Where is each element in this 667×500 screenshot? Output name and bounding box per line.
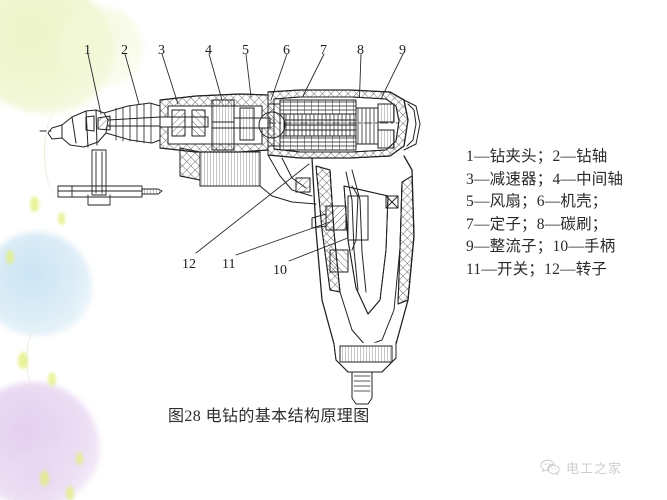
legend-line: 9—整流子；10—手柄	[466, 238, 616, 256]
watermark: 电工之家	[540, 458, 622, 477]
callout-4: 4	[205, 43, 212, 58]
callout-5: 5	[242, 43, 249, 58]
legend-line: 5—风扇；6—机壳；	[466, 193, 608, 211]
gear-reducer-housing	[159, 93, 271, 187]
handle	[311, 155, 415, 405]
callout-2: 2	[121, 43, 128, 58]
legend-line: 11—开关；12—转子	[466, 260, 608, 278]
chuck-key	[57, 149, 163, 206]
motor-housing	[258, 89, 409, 159]
legend-line: 7—定子；8—碳刷；	[466, 215, 608, 233]
legend-list: 1—钻夹头；2—钻轴 3—减速器；4—中间轴 5—风扇；6—机壳； 7—定子；8…	[466, 146, 667, 282]
callout-10: 10	[273, 263, 287, 278]
rear-cap	[403, 99, 421, 151]
legend-line: 3—减速器；4—中间轴	[466, 170, 624, 188]
body-handle-junction	[259, 154, 317, 205]
callout-7: 7	[320, 43, 327, 58]
wechat-icon	[540, 459, 560, 476]
figure-caption: 图28 电钻的基本结构原理图	[168, 408, 370, 425]
callout-6: 6	[283, 43, 290, 58]
callout-11: 11	[222, 257, 236, 272]
drill-chuck	[39, 102, 161, 148]
callout-8: 8	[357, 43, 364, 58]
callout-12: 12	[182, 257, 196, 272]
callout-1: 1	[84, 43, 91, 58]
legend-line: 1—钻夹头；2—钻轴	[466, 148, 608, 165]
callout-3: 3	[158, 43, 165, 58]
watermark-text: 电工之家	[566, 461, 623, 476]
callout-9: 9	[399, 43, 406, 58]
